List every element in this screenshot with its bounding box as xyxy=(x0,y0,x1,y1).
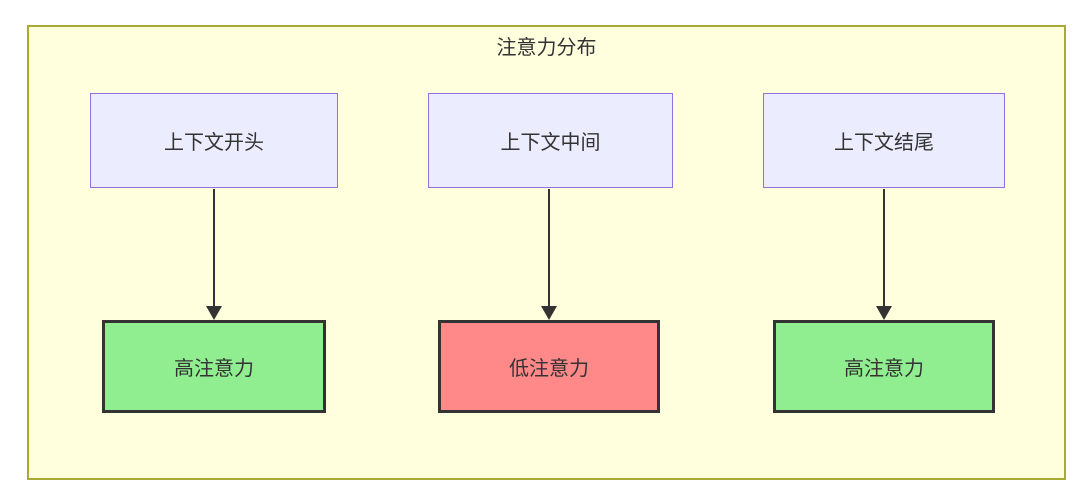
node-high-attention-left: 高注意力 xyxy=(102,320,326,413)
node-context-middle-label: 上下文中间 xyxy=(500,132,601,154)
diagram-title: 注意力分布 xyxy=(496,37,597,59)
node-context-end-label: 上下文结尾 xyxy=(834,132,934,154)
node-high-attention-right-label: 高注意力 xyxy=(844,358,924,380)
node-context-start-label: 上下文开头 xyxy=(164,132,264,154)
node-context-end: 上下文结尾 xyxy=(763,93,1005,188)
node-high-attention-left-label: 高注意力 xyxy=(174,358,254,380)
node-context-start: 上下文开头 xyxy=(90,93,338,188)
node-context-middle: 上下文中间 xyxy=(428,93,673,188)
node-low-attention-middle-label: 低注意力 xyxy=(509,358,589,380)
node-high-attention-right: 高注意力 xyxy=(773,320,995,413)
node-low-attention-middle: 低注意力 xyxy=(438,320,660,413)
